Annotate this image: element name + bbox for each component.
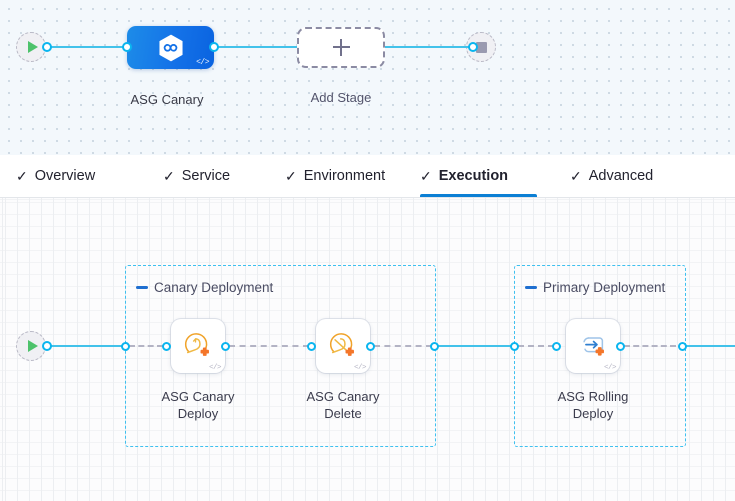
stage-start-node[interactable] <box>16 32 46 62</box>
asg-canary-delete-in-port[interactable] <box>307 341 316 351</box>
harness-hexagon-icon <box>158 34 183 61</box>
step-node-asg-canary-deploy[interactable]: </> <box>171 319 225 373</box>
group-label-canary-deployment: Canary Deployment <box>154 280 274 295</box>
group-label-primary-deployment: Primary Deployment <box>543 280 666 295</box>
group-header-canary-deployment[interactable]: Canary Deployment <box>136 280 273 295</box>
stage-end-port[interactable] <box>468 42 478 52</box>
step-dash-link-5 <box>624 345 676 347</box>
add-stage-label: Add Stage <box>310 90 372 105</box>
canary-group-out-port[interactable] <box>430 341 439 351</box>
asg-rolling-deploy-out-port[interactable] <box>616 341 625 351</box>
canary-group-in-port[interactable] <box>121 341 130 351</box>
plus-icon <box>332 39 350 56</box>
check-icon: ✓ <box>285 168 297 184</box>
add-stage-button[interactable] <box>297 27 385 68</box>
stage-canvas[interactable]: </> ASG Canary Add Stage <box>0 0 735 155</box>
step-label-asg-canary-deploy: ASG Canary Deploy <box>138 388 258 422</box>
tab-environment[interactable]: ✓ Environment <box>285 155 392 197</box>
tab-overview-label: Overview <box>34 168 96 184</box>
stage-canary-out-port[interactable] <box>209 42 219 52</box>
step-label-asg-canary-delete: ASG Canary Delete <box>283 388 403 422</box>
step-dash-link-4 <box>518 345 554 347</box>
stage-start-port[interactable] <box>42 42 52 52</box>
tab-service[interactable]: ✓ Service <box>163 155 236 197</box>
stage-link-add-to-end <box>385 45 473 48</box>
step-group-canary-deployment[interactable]: Canary Deployment <box>125 265 436 447</box>
step-node-asg-canary-delete[interactable]: </> <box>316 319 370 373</box>
stage-label-asg-canary: ASG Canary <box>130 92 204 107</box>
step-code-badge[interactable]: </> <box>603 364 617 372</box>
step-link-start-to-canary-group <box>48 344 130 347</box>
tab-execution[interactable]: ✓ Execution <box>420 155 537 197</box>
step-code-badge[interactable]: </> <box>208 364 222 372</box>
asg-canary-deploy-icon <box>184 333 209 356</box>
tab-advanced-label: Advanced <box>588 168 654 184</box>
check-icon: ✓ <box>570 168 582 184</box>
group-header-primary-deployment[interactable]: Primary Deployment <box>525 280 665 295</box>
step-dash-link-3 <box>374 345 432 347</box>
asg-canary-delete-out-port[interactable] <box>366 341 375 351</box>
tab-advanced[interactable]: ✓ Advanced <box>570 155 665 197</box>
tab-overview[interactable]: ✓ Overview <box>16 155 100 197</box>
step-link-primary-to-next <box>685 344 735 347</box>
step-label-line1: ASG Canary <box>161 389 235 404</box>
step-label-asg-rolling-deploy: ASG Rolling Deploy <box>533 388 653 422</box>
play-icon <box>27 41 38 53</box>
step-code-badge[interactable]: </> <box>353 364 367 372</box>
step-label-line1: ASG Canary <box>306 389 380 404</box>
stop-icon <box>475 41 487 53</box>
collapse-bar-icon[interactable] <box>136 286 148 289</box>
step-label-line2: Deploy <box>177 406 219 421</box>
check-icon: ✓ <box>163 168 175 184</box>
step-start-port[interactable] <box>42 341 52 351</box>
step-label-line1: ASG Rolling <box>557 389 629 404</box>
step-label-line2: Delete <box>324 406 362 421</box>
asg-rolling-deploy-in-port[interactable] <box>552 341 561 351</box>
stage-canary-in-port[interactable] <box>122 42 132 52</box>
stage-node-asg-canary[interactable]: </> <box>127 26 214 69</box>
step-link-canary-to-primary <box>437 344 515 347</box>
stage-code-badge[interactable]: </> <box>196 58 209 67</box>
step-node-asg-rolling-deploy[interactable]: </> <box>566 319 620 373</box>
check-icon: ✓ <box>420 168 432 184</box>
step-group-primary-deployment[interactable]: Primary Deployment <box>514 265 686 447</box>
asg-canary-deploy-in-port[interactable] <box>162 341 171 351</box>
check-icon: ✓ <box>16 168 28 184</box>
asg-canary-delete-icon <box>329 333 354 356</box>
tab-service-label: Service <box>181 168 231 184</box>
play-icon <box>27 340 38 352</box>
step-dash-link-1 <box>129 345 163 347</box>
stage-link-canary-to-add <box>215 45 299 48</box>
step-label-line2: Deploy <box>572 406 614 421</box>
step-dash-link-2 <box>229 345 309 347</box>
asg-rolling-deploy-icon <box>583 337 604 356</box>
tab-execution-label: Execution <box>438 168 509 184</box>
collapse-bar-icon[interactable] <box>525 286 537 289</box>
execution-steps-canvas[interactable]: Canary Deployment </> ASG Canary Deploy <box>0 198 735 501</box>
step-start-node[interactable] <box>16 331 46 361</box>
tab-environment-label: Environment <box>303 168 386 184</box>
stage-config-tabbar: ✓ Overview ✓ Service ✓ Environment ✓ Exe… <box>0 155 735 198</box>
primary-group-out-port[interactable] <box>678 341 687 351</box>
asg-canary-deploy-out-port[interactable] <box>221 341 230 351</box>
primary-group-in-port[interactable] <box>510 341 519 351</box>
stage-link-start-to-canary <box>48 45 132 48</box>
